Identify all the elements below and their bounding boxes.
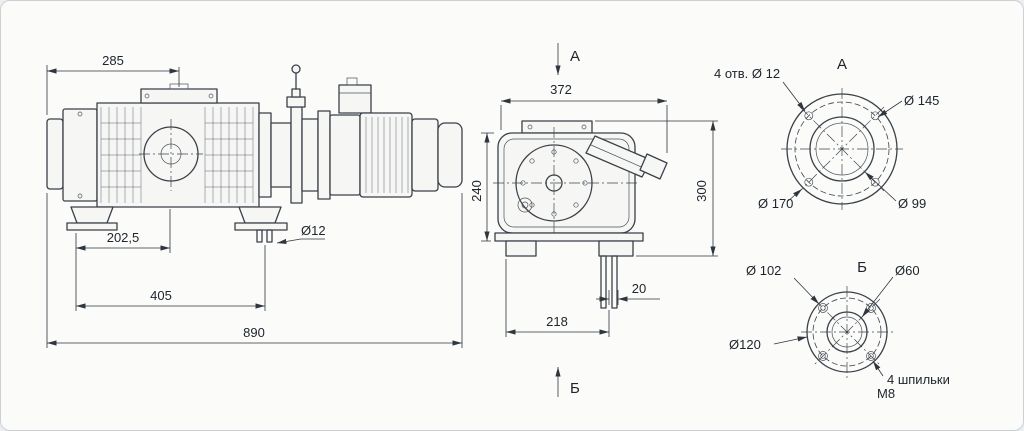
exhaust-stud [600, 255, 607, 309]
cooling-fins-right [204, 107, 254, 203]
motor-junction-box [338, 84, 372, 114]
discharge-flange [639, 153, 668, 180]
front-foot-right [598, 240, 634, 257]
dim-372: 372 [550, 82, 572, 97]
front-inlet-flange [521, 120, 593, 134]
motor-end-bell [411, 118, 439, 192]
motor-flange [317, 110, 331, 200]
flange-a-bore [809, 116, 875, 182]
flange-a-bolt-circle-dim: Ø 145 [904, 93, 939, 108]
coupling-housing [301, 118, 319, 192]
view-a-label: А [837, 56, 847, 73]
dim-stud-diameter: Ø12 [301, 223, 326, 238]
dim-218: 218 [546, 314, 568, 329]
dim-20: 20 [632, 281, 646, 296]
foot-stud [256, 229, 263, 243]
front-view: А [469, 43, 718, 397]
flange-b-thread-note: М8 [877, 386, 895, 401]
discharge-duct [585, 135, 652, 178]
flange-a-bolt-circle [794, 101, 890, 197]
flange-a-outer-circle [786, 93, 898, 205]
flange-view-b: Б Ø 102 Ø60 Ø120 4 шпильки М8 [729, 259, 950, 401]
section-arrow-a-label: А [570, 48, 580, 65]
gear-housing [62, 108, 98, 202]
dim-405: 405 [150, 288, 172, 303]
flange-a-outer-dim: Ø 170 [758, 196, 793, 211]
flange-b-bore [826, 311, 868, 353]
flange-view-a: А 4 отв. Ø 12 Ø 145 Ø 170 Ø 99 [714, 56, 939, 211]
inlet-flange [140, 88, 218, 104]
side-view-dimensions: 285 202,5 405 890 Ø12 [46, 53, 463, 348]
coupling-spacer [270, 122, 292, 188]
dim-890: 890 [243, 325, 265, 340]
motor-bell [329, 114, 361, 196]
flange-a-holes-note: 4 отв. Ø 12 [714, 66, 780, 81]
dim-202-5: 202,5 [107, 230, 140, 245]
foot-right [238, 206, 282, 224]
foot-left [70, 206, 114, 224]
section-arrow-b-label: Б [570, 380, 580, 397]
flange-b-bolt-circle-dim: Ø 102 [746, 263, 781, 278]
exhaust-stud [611, 255, 618, 309]
view-b-label: Б [857, 259, 867, 276]
foot-stud [266, 229, 273, 243]
motor-fins [365, 117, 409, 193]
lantern-flange [290, 106, 303, 204]
front-foot-left [505, 240, 537, 257]
flange-b-bolt-circle [812, 297, 882, 367]
flange-b-bore-dim: Ø60 [895, 263, 920, 278]
dim-300: 300 [694, 180, 709, 202]
flange-b-outer-circle [806, 291, 888, 373]
front-view-dimensions: 372 240 300 20 218 [469, 82, 718, 337]
body-flange [258, 112, 272, 198]
gear-end-cover [46, 118, 64, 190]
gas-ballast-valve [286, 64, 306, 108]
flange-b-outer-dim: Ø120 [729, 337, 761, 352]
flange-b-studs-note: 4 шпильки [887, 372, 950, 387]
cooling-fins-left [100, 107, 142, 203]
dim-285: 285 [102, 53, 124, 68]
dim-240: 240 [469, 180, 484, 202]
oil-sight-glass [517, 197, 533, 213]
flange-a-bore-dim: Ø 99 [898, 196, 926, 211]
side-view-pump-outline [46, 64, 463, 243]
side-view: 285 202,5 405 890 Ø12 [46, 53, 463, 348]
motor-fan-cover [437, 122, 463, 188]
base-plate [494, 232, 644, 242]
front-view-pump-outline: А [493, 43, 668, 397]
motor-body [359, 112, 413, 198]
